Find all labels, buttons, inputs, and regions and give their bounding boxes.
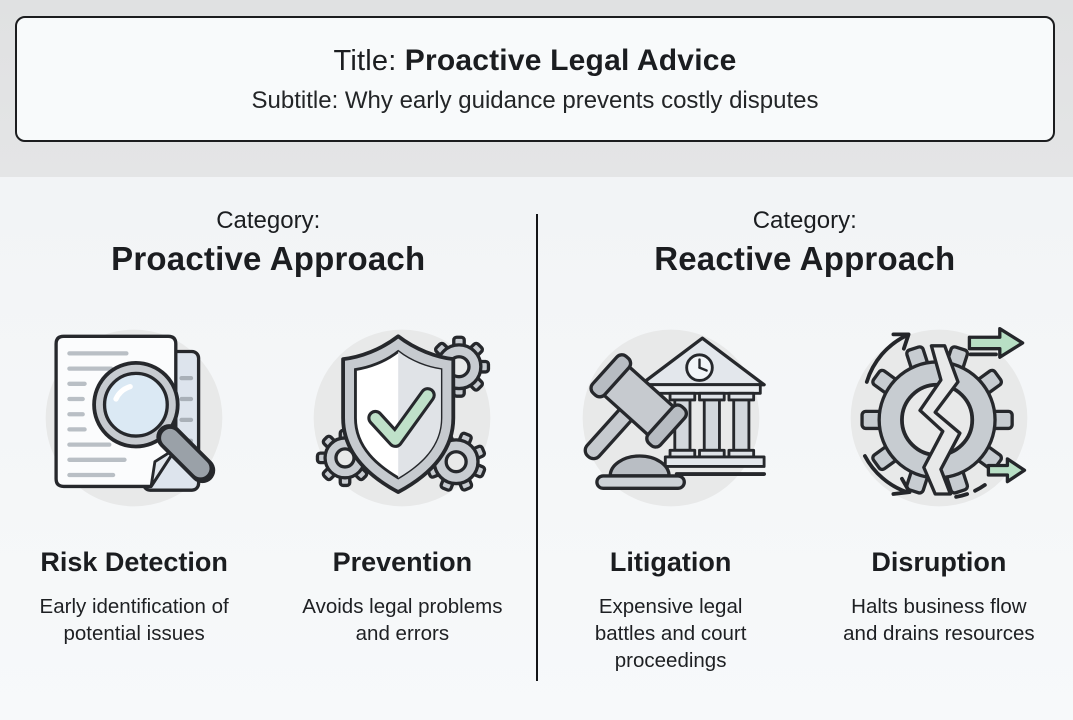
title-box: Title: Proactive Legal Advice Subtitle: … <box>15 16 1055 142</box>
item-title: Risk Detection <box>40 547 228 577</box>
item-disruption: Disruption Halts business flow and drain… <box>805 323 1073 674</box>
item-risk-detection: Risk Detection Early identification of p… <box>0 323 268 647</box>
page-title: Proactive Legal Advice <box>404 43 737 77</box>
broken-gear-arrows-icon <box>844 323 1034 513</box>
category-header-proactive: Category: Proactive Approach <box>111 205 425 281</box>
header-section: Title: Proactive Legal Advice Subtitle: … <box>0 0 1073 177</box>
column-reactive: Category: Reactive Approach <box>537 177 1073 720</box>
title-label: Title: <box>333 44 397 77</box>
item-description: Early identification of potential issues <box>39 595 229 645</box>
item-litigation: Litigation Expensive legal battles and c… <box>537 323 805 674</box>
item-description: Expensive legal battles and court procee… <box>594 595 747 672</box>
title-line: Title: Proactive Legal Advice <box>334 44 737 78</box>
item-title: Disruption <box>871 547 1007 577</box>
category-label: Category: <box>216 207 321 234</box>
item-title: Litigation <box>609 547 732 577</box>
subtitle-label: Subtitle: <box>251 86 339 114</box>
category-label: Category: <box>752 207 857 234</box>
column-proactive: Category: Proactive Approach <box>0 177 537 720</box>
comparison-section: Category: Proactive Approach <box>0 177 1073 720</box>
item-description: Halts business flow and drains resources <box>843 595 1035 645</box>
category-name: Proactive Approach <box>111 240 426 277</box>
document-magnifier-icon <box>39 323 229 513</box>
category-header-reactive: Category: Reactive Approach <box>654 205 955 281</box>
items-row: Litigation Expensive legal battles and c… <box>537 323 1073 674</box>
subtitle-line: Subtitle: Why early guidance prevents co… <box>252 87 819 115</box>
item-prevention: Prevention Avoids legal problems and err… <box>268 323 536 647</box>
shield-check-gears-icon <box>307 323 497 513</box>
items-row: Risk Detection Early identification of p… <box>0 323 537 647</box>
gavel-courthouse-icon <box>576 323 766 513</box>
page-subtitle: Why early guidance prevents costly dispu… <box>344 86 819 114</box>
item-description: Avoids legal problems and errors <box>302 595 503 645</box>
column-divider <box>536 214 538 681</box>
category-name: Reactive Approach <box>654 240 956 277</box>
item-title: Prevention <box>332 547 473 577</box>
